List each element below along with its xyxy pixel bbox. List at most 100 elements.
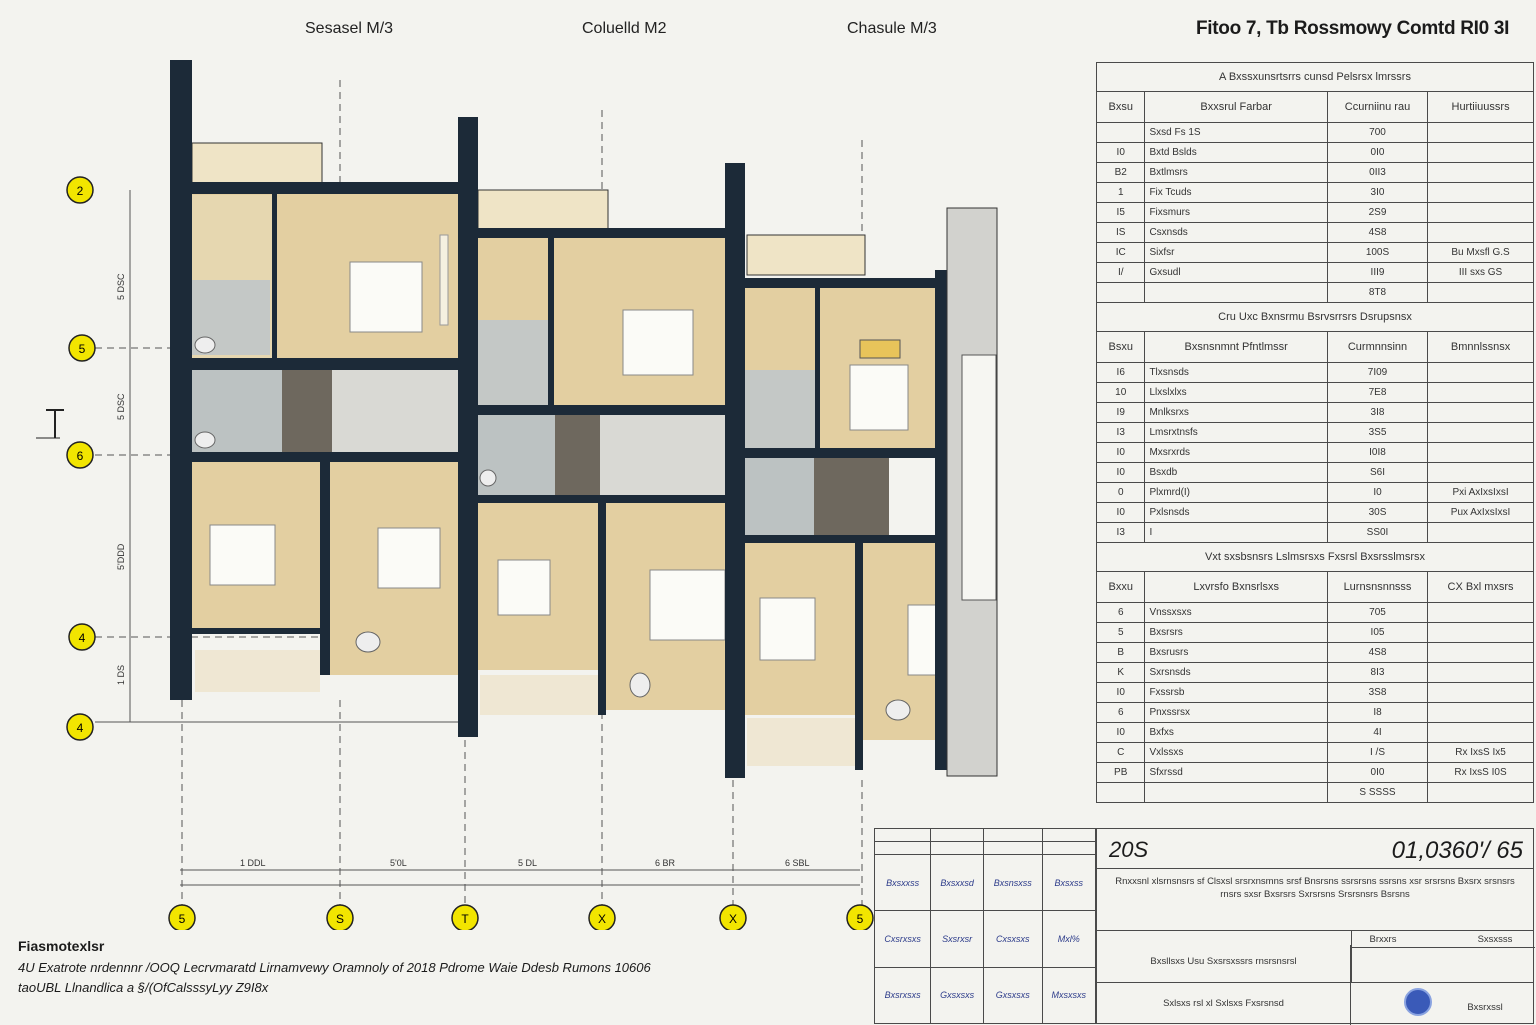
schedule-cell: III9 [1326, 262, 1429, 283]
revision-cell [1041, 841, 1097, 855]
schedule-cell: Gxsudl [1144, 262, 1328, 283]
schedule-cell: 3S8 [1326, 682, 1429, 703]
footer-note-line-2: taoUBL Llnandlica a §/(OfCalsssyLyy Z9I8… [18, 980, 269, 995]
schedule-cell: I8 [1326, 702, 1429, 723]
schedule-cell: 100S [1326, 242, 1429, 263]
schedule-cell: 30S [1326, 502, 1429, 523]
schedule-cell: I0 [1326, 482, 1429, 503]
schedule-cell: Sxsd Fs 1S [1144, 122, 1328, 143]
revision-cell: Sxsrxsr [930, 910, 985, 968]
schedule-cell [1427, 682, 1534, 703]
schedule-cell: I0 [1095, 502, 1146, 523]
revision-row [873, 841, 1097, 855]
bed-icon [907, 604, 941, 676]
sheet-number: 01,0360'/ 65 [1391, 837, 1523, 864]
grid-marker-circle [326, 904, 354, 930]
schedule-cell: Fixsmurs [1144, 202, 1328, 223]
schedule-cell: PB [1095, 762, 1146, 783]
revision-cell: Bxsxss [1041, 853, 1097, 912]
schedule-cell: Bu Mxsfl G.S [1427, 242, 1534, 263]
column-marker-label: T [461, 912, 469, 926]
revision-cell [873, 828, 932, 842]
row-marker-label: 2 [77, 184, 84, 198]
schedule-cell: Sxrsnsds [1144, 662, 1328, 683]
company-logo-icon [1404, 988, 1432, 1016]
schedule-cell: I3 [1095, 422, 1146, 443]
schedule-cell: I3 [1095, 522, 1146, 543]
signature-line: Sxlsxs rsl xl Sxlsxs Fxsrsnsd [1097, 983, 1351, 1025]
column-marker-label: X [598, 912, 606, 926]
schedule-cell [1427, 182, 1534, 203]
schedule-header-cell: Curmnnsinn [1326, 331, 1429, 363]
schedule-cell [1095, 282, 1146, 303]
revision-cell: Cxsrxsxs [873, 910, 932, 968]
schedule-cell: I0 [1095, 722, 1146, 743]
bed-icon [849, 364, 909, 431]
toilet-icon [194, 336, 216, 354]
schedule-cell: 0II3 [1326, 162, 1429, 183]
schedule-cell: Pux AxIxsIxsI [1427, 502, 1534, 523]
title-block-company-row: Bxsllsxs Usu Sxsrsxssrs rnsrsnsrsl Brxxr… [1097, 931, 1535, 983]
schedule-cell: Bxtlmsrs [1144, 162, 1328, 183]
company-name: Bxsllsxs Usu Sxsrsxssrs rnsrsnsrsl [1097, 945, 1351, 983]
schedule-cell: Csxnsds [1144, 222, 1328, 243]
vertical-dimension-label: 5'DDD [116, 543, 126, 570]
bathroom-area [475, 320, 553, 410]
schedule-section-title: Cru Uxc Bxnsrmu Bsrvsrrsrs Dsrupsnsx [1096, 302, 1534, 332]
revision-cell: Cxsxsxs [983, 910, 1043, 968]
row-marker-label: 4 [79, 631, 86, 645]
toilet-icon [194, 431, 216, 449]
schedule-cell: Bxsrusrs [1144, 642, 1328, 663]
schedule-cell: 8T8 [1326, 282, 1429, 303]
schedule-header-cell: CX Bxl mxsrs [1427, 571, 1534, 603]
bed-icon [622, 309, 694, 376]
schedule-cell: I /S [1326, 742, 1429, 763]
project-id: 20S [1109, 837, 1149, 862]
schedule-cell [1427, 522, 1534, 543]
title-block-label-b: Sxsxsss [1477, 934, 1513, 945]
schedule-cell [1427, 662, 1534, 683]
balcony-railing [961, 354, 997, 601]
schedule-header-cell: Lurnsnsnnsss [1326, 571, 1429, 603]
schedule-cell: Pnxssrsx [1144, 702, 1328, 723]
bed-icon [349, 261, 423, 333]
schedule-cell: I9 [1095, 402, 1146, 423]
schedule-cell: I0 [1095, 462, 1146, 483]
schedule-cell: Bxsrsrs [1144, 622, 1328, 643]
schedule-cell: SS0I [1326, 522, 1429, 543]
schedule-cell: 5 [1095, 622, 1146, 643]
footer-title: Fiasmotexlsr [18, 938, 105, 954]
schedule-cell: I05 [1326, 622, 1429, 643]
toilet-icon [479, 469, 497, 487]
schedule-cell: III sxs GS [1427, 262, 1534, 283]
washbasin-icon [629, 672, 651, 698]
unit-1-plan [170, 60, 465, 700]
schedule-cell: Plxmrd(I) [1144, 482, 1328, 503]
schedule-cell [1427, 282, 1534, 303]
schedule-cell [1427, 422, 1534, 443]
schedule-cell: B2 [1095, 162, 1146, 183]
revision-cell [983, 841, 1043, 855]
floor-plan-drawing: 1 DDL 5'0L 5 DL 6 BR 6 SBL 5 DSC 5 DSC 5… [36, 60, 998, 930]
bed-icon [209, 524, 276, 586]
revision-cell [930, 841, 985, 855]
unit-2-plan [458, 117, 735, 737]
schedule-cell: I0 [1095, 682, 1146, 703]
sheet-title: Fitoo 7, Tb Rossmowy Comtd RI0 3I [1196, 18, 1510, 39]
grid-marker-circle [846, 904, 874, 930]
